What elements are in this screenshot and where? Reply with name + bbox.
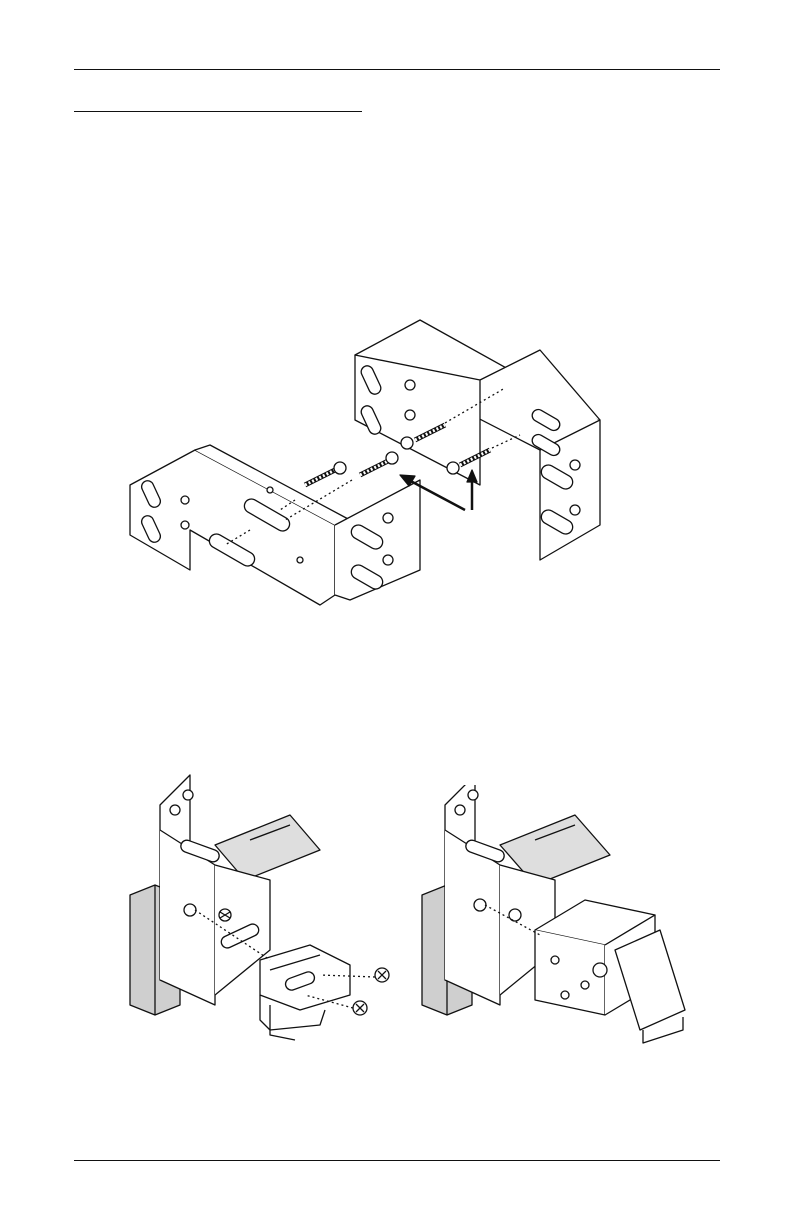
- bracket-mount-clip-figure: [120, 770, 420, 1075]
- section-heading-underline: [74, 111, 362, 112]
- bracket-mount-headrail-figure: [415, 785, 745, 1090]
- header-rule: [74, 69, 720, 70]
- bracket-icon: [120, 310, 620, 610]
- mount-clip-icon: [120, 770, 420, 1075]
- headrail-icon: [415, 785, 745, 1090]
- footer-rule: [74, 1160, 720, 1161]
- bracket-assembly-figure: [120, 310, 620, 610]
